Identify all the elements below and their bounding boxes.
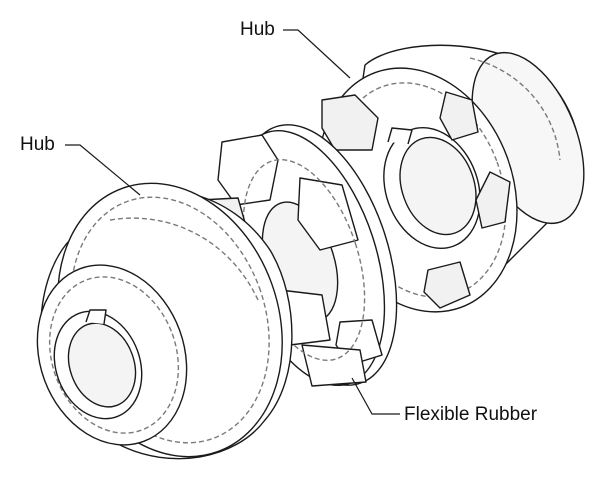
right-hub-jaw [321,94,379,151]
right-hub [318,44,585,313]
left-hub-keyway [85,309,107,325]
right-hub-jaw [423,261,471,309]
left-hub-boss-hidden [48,276,180,434]
right-hub-face-rim [333,82,507,298]
right-hub-keyway [387,127,413,145]
left-hub-bore-inner [67,322,137,408]
label-hub-left: Hub [20,134,55,155]
callouts [65,29,400,415]
label-hub-top: Hub [240,19,275,40]
leader-flexible-rubber [351,377,400,415]
rubber-segment [301,344,367,387]
rubber-segment [217,134,279,206]
left-hub-hidden-line [109,217,259,301]
leader-hub-top [283,29,351,79]
label-flexible-rubber: Flexible Rubber [404,404,538,425]
right-hub-jaw [475,171,511,229]
right-hub-jaw [439,91,479,141]
left-hub [36,182,293,460]
rubber-hidden-line [242,158,366,362]
rubber-segment [297,177,359,251]
right-hub-hidden-line [469,57,561,161]
leader-hub-left [65,144,141,196]
right-hub-bore-inner [399,136,477,236]
